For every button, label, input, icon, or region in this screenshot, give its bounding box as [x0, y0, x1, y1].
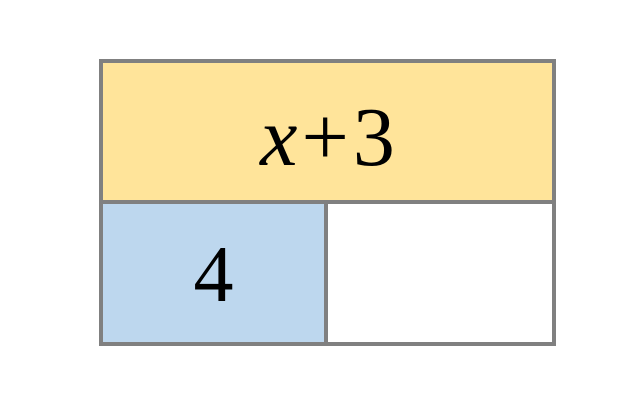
expression-constant: 3	[352, 90, 395, 184]
expression-cell[interactable]: x+3	[99, 59, 556, 204]
value-text: 4	[193, 231, 234, 319]
value-cell[interactable]: 4	[99, 204, 328, 346]
expression-variable: x	[260, 90, 298, 184]
expression-text: x+3	[260, 95, 395, 180]
algebra-tile-diagram: x+3 4	[99, 59, 556, 346]
substitution-row: 4	[99, 204, 556, 346]
expression-operator: +	[301, 90, 349, 184]
blank-cell[interactable]	[328, 204, 556, 346]
